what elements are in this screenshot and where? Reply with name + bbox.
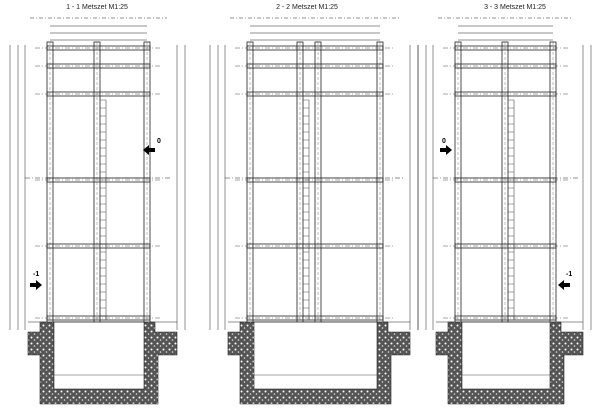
section-arrow-icon — [558, 280, 570, 290]
section-1-left-level-marker: -1 — [33, 271, 40, 278]
section-arrow-icon — [440, 145, 452, 155]
section-3-left-level-marker: 0 — [442, 138, 446, 145]
section-arrow-icon — [30, 280, 42, 290]
pit-interior — [253, 321, 378, 390]
pit-interior — [53, 321, 145, 390]
section-1-right-level-marker: 0 — [157, 138, 161, 145]
section-1-title: 1 - 1 Metszet M1:25 — [66, 4, 128, 11]
section-3-right-level-marker: -1 — [566, 271, 573, 278]
section-2-title: 2 - 2 Metszet M1:25 — [276, 4, 338, 11]
section-3-title: 3 - 3 Metszet M1:25 — [484, 4, 546, 11]
section-arrow-icon — [143, 145, 155, 155]
pit-interior — [461, 321, 551, 390]
